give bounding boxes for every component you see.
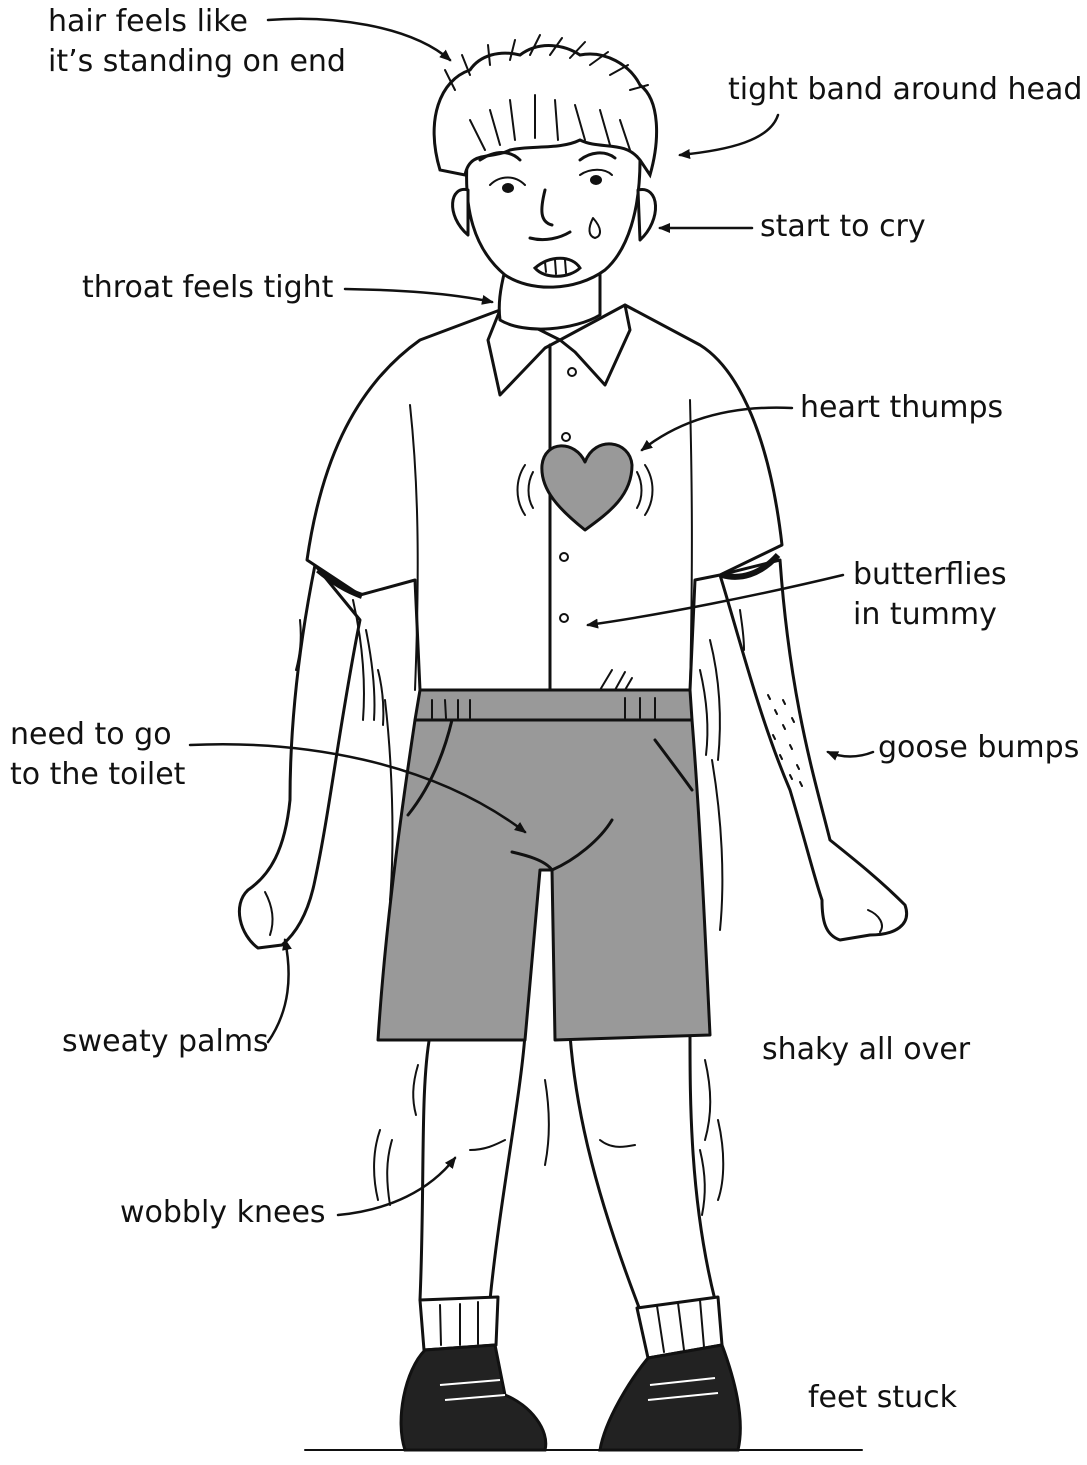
label-hair-line2: it’s standing on end <box>48 42 346 82</box>
label-goose-bumps: goose bumps <box>878 728 1079 768</box>
label-heart: heart thumps <box>800 388 1003 428</box>
label-tight-band: tight band around head <box>728 70 1082 110</box>
label-hair-line1: hair feels like <box>48 2 248 42</box>
legs <box>420 1035 715 1310</box>
shirt <box>307 305 782 690</box>
label-butterflies-line1: butterflies <box>853 555 1007 595</box>
label-toilet-line2: to the toilet <box>10 755 185 795</box>
label-start-to-cry: start to cry <box>760 207 926 247</box>
arrow-throat <box>345 289 492 302</box>
shoes <box>401 1345 740 1450</box>
shorts <box>378 690 710 1040</box>
label-sweaty-palms: sweaty palms <box>62 1022 269 1062</box>
label-throat: throat feels tight <box>82 268 333 308</box>
label-wobbly-knees: wobbly knees <box>120 1193 326 1233</box>
arrow-tight-band <box>680 115 778 155</box>
label-butterflies-line2: in tummy <box>853 595 997 635</box>
label-shaky: shaky all over <box>762 1030 970 1070</box>
arrow-goose-bumps <box>828 752 873 757</box>
label-toilet-line1: need to go <box>10 715 172 755</box>
arrow-sweaty-palms <box>268 940 289 1042</box>
label-feet-stuck: feet stuck <box>808 1378 957 1418</box>
